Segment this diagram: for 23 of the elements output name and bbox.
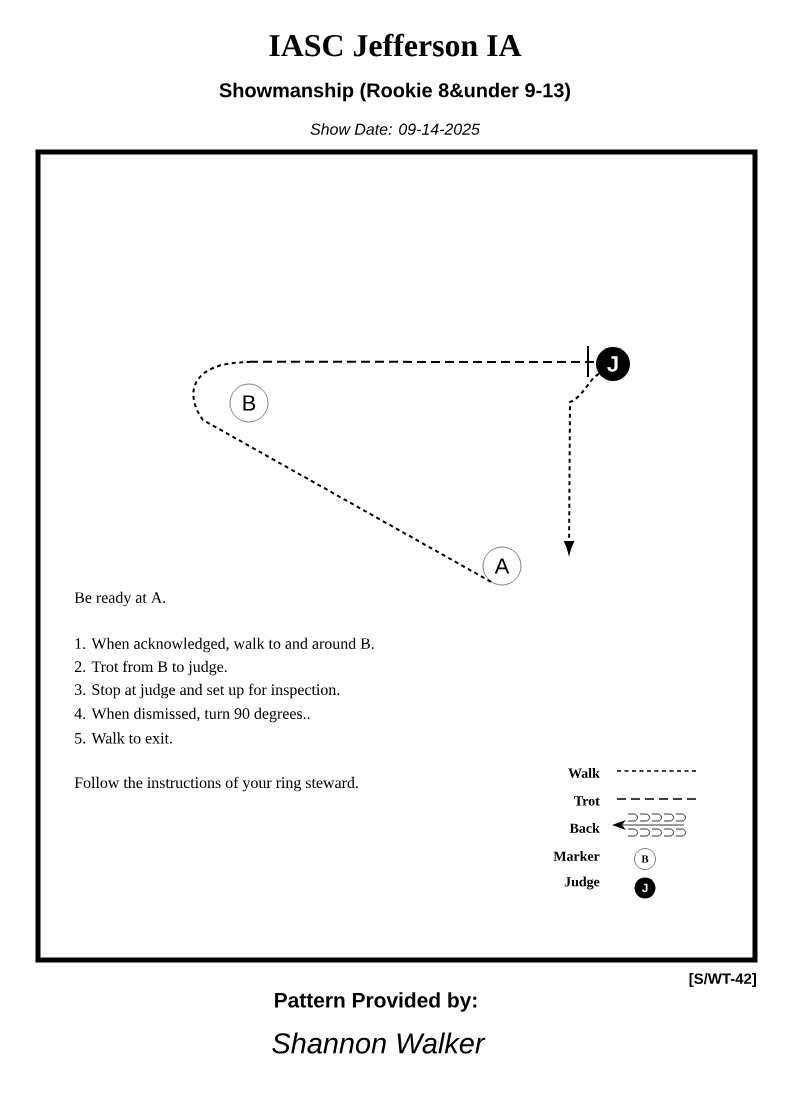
instruction-step: 4. When dismissed, turn 90 degrees.. [74,707,310,723]
legend-label: Judge [564,876,600,890]
pattern-code: [S/WT-42] [689,973,756,987]
judge-sample: J [634,877,656,899]
marker-sample: B [634,848,656,870]
instruction-text: Be ready at A. [74,591,166,607]
legend-label: Marker [553,851,600,861]
path-line [564,372,600,554]
subtitle: Showmanship (Rookie 8&under 9-13) [219,82,571,102]
instruction-text: Follow the instructions of your ring steward. [74,776,358,792]
instruction-step: 3. Stop at judge and set up for inspection. [74,683,340,699]
author-name: Shannon Walker [272,1032,486,1054]
instruction-step: 2. Trot from B to judge. [74,660,227,676]
instruction-step: 1. When acknowledged, walk to and around B. [75,637,374,653]
path-line [192,361,492,583]
show-date: Show Date: 09-14-2025 [310,123,480,135]
legend-label: Trot [574,796,600,806]
title: IASC Jefferson IA [269,33,522,57]
path-line [248,360,596,363]
legend-label: Back [569,823,600,833]
instruction-step: 5. Walk to exit. [75,732,172,744]
legend-label: Walk [568,768,600,778]
credit-heading: Pattern Provided by: [275,992,477,1012]
